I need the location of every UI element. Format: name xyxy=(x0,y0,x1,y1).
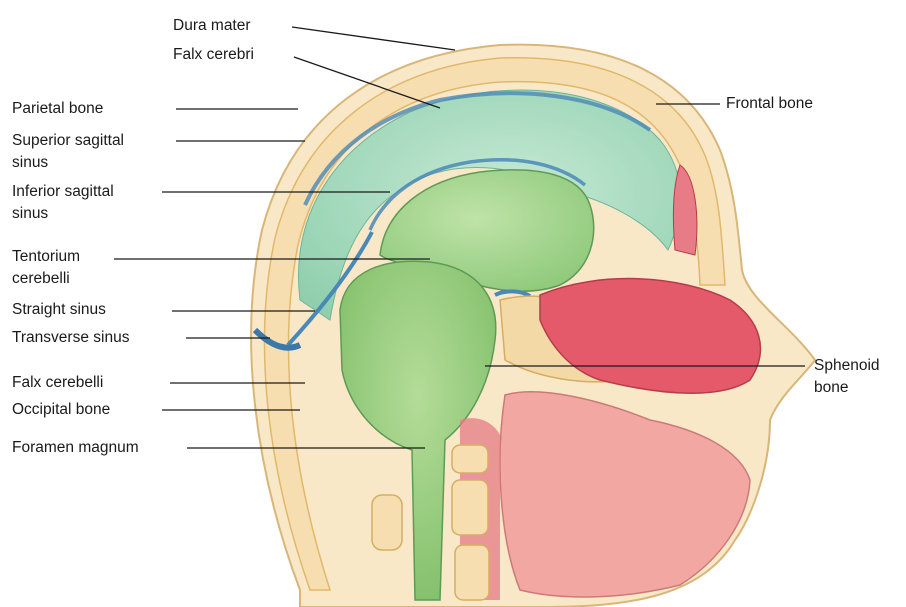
vertebra-2 xyxy=(452,480,488,535)
label-tentorium-line1: Tentorium xyxy=(12,246,80,268)
leader-dura-mater xyxy=(292,27,455,50)
label-inferior-sagittal-line2: sinus xyxy=(12,203,48,225)
label-sphenoid-line2: bone xyxy=(814,377,848,399)
posterior-arch xyxy=(372,495,402,550)
label-sphenoid-line1: Sphenoid xyxy=(814,355,880,377)
label-straight-sinus: Straight sinus xyxy=(12,299,106,321)
vertebra-3 xyxy=(455,545,489,600)
label-inferior-sagittal-line1: Inferior sagittal xyxy=(12,181,114,203)
label-frontal-bone: Frontal bone xyxy=(726,93,813,115)
label-foramen-magnum: Foramen magnum xyxy=(12,437,139,459)
label-superior-sagittal-line2: sinus xyxy=(12,152,48,174)
label-parietal-bone: Parietal bone xyxy=(12,98,103,120)
label-falx-cerebelli: Falx cerebelli xyxy=(12,372,103,394)
label-dura-mater: Dura mater xyxy=(173,15,251,37)
label-transverse-sinus: Transverse sinus xyxy=(12,327,129,349)
label-falx-cerebri: Falx cerebri xyxy=(173,44,254,66)
vertebra-1 xyxy=(452,445,488,473)
label-occipital-bone: Occipital bone xyxy=(12,399,110,421)
label-superior-sagittal-line1: Superior sagittal xyxy=(12,130,124,152)
label-tentorium-line2: cerebelli xyxy=(12,268,70,290)
